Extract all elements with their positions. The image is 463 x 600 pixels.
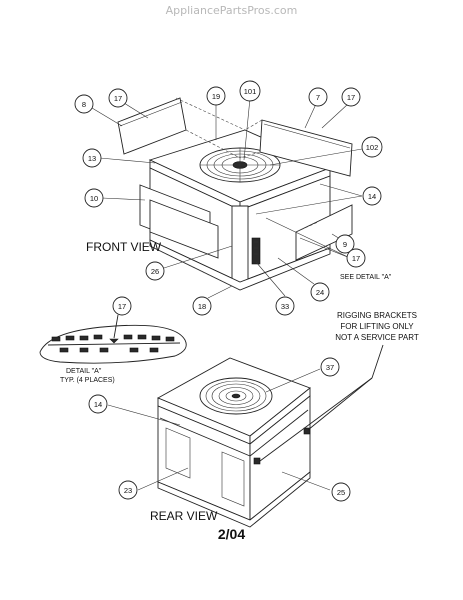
rigging-note-line-1: RIGGING BRACKETS: [337, 311, 417, 320]
callout-9: 9: [335, 234, 355, 254]
svg-text:18: 18: [198, 302, 206, 311]
see-detail-label: SEE DETAIL "A": [340, 274, 392, 281]
detail-a-title: DETAIL "A": [66, 368, 102, 375]
svg-text:19: 19: [212, 92, 220, 101]
callout-8: 8: [74, 94, 94, 114]
rigging-note: RIGGING BRACKETS FOR LIFTING ONLY NOT A …: [335, 311, 419, 342]
corner-post: [231, 205, 249, 285]
svg-text:7: 7: [316, 93, 320, 102]
callout-10: 10: [84, 188, 104, 208]
callout-14-front: 14: [362, 186, 382, 206]
control-box: [251, 237, 261, 265]
svg-text:17: 17: [352, 254, 360, 263]
rigging-bracket-2: [253, 457, 261, 465]
callout-19: 19: [206, 86, 226, 106]
rear-opening-left: [165, 427, 191, 479]
front-view-label: FRONT VIEW: [86, 240, 162, 254]
detail-a-subtitle: TYP. (4 PLACES): [60, 377, 115, 384]
svg-text:17: 17: [118, 302, 126, 311]
svg-text:14: 14: [368, 192, 376, 201]
svg-text:9: 9: [343, 240, 347, 249]
callout-102: 102: [361, 136, 383, 158]
rear-view-unit: [156, 357, 311, 528]
svg-text:17: 17: [114, 94, 122, 103]
svg-text:26: 26: [151, 267, 159, 276]
svg-text:37: 37: [326, 363, 334, 372]
lower-panel-front: [149, 199, 219, 259]
svg-text:8: 8: [82, 100, 86, 109]
detail-a-fasteners: [51, 334, 175, 353]
callout-7: 7: [308, 87, 328, 107]
callout-37: 37: [320, 357, 340, 377]
callout-17-detail-a: 17: [112, 296, 132, 316]
callout-17-detail: 17: [346, 248, 366, 268]
callout-leaders: [91, 97, 363, 491]
coil-guard-right: [259, 119, 353, 177]
coil-guard-left: [117, 97, 187, 155]
callout-33: 33: [275, 296, 295, 316]
svg-text:102: 102: [366, 143, 379, 152]
rear-opening-right: [221, 451, 245, 507]
callout-23: 23: [118, 480, 138, 500]
svg-text:25: 25: [337, 488, 345, 497]
rear-view-label: REAR VIEW: [150, 509, 218, 523]
callout-14-rear: 14: [88, 394, 108, 414]
svg-text:10: 10: [90, 194, 98, 203]
callout-17-top-left: 17: [108, 88, 128, 108]
front-view-unit: [117, 97, 353, 291]
callout-24: 24: [310, 282, 330, 302]
callout-18: 18: [192, 296, 212, 316]
callout-26: 26: [145, 261, 165, 281]
svg-text:24: 24: [316, 288, 324, 297]
svg-text:14: 14: [94, 400, 102, 409]
callout-101: 101: [239, 80, 261, 102]
revision-date: 2/04: [217, 526, 246, 542]
lower-panel-right: [295, 204, 353, 261]
callout-17-top-right: 17: [341, 87, 361, 107]
rigging-bracket-1: [303, 427, 311, 435]
svg-text:23: 23: [124, 486, 132, 495]
svg-text:33: 33: [281, 302, 289, 311]
svg-text:13: 13: [88, 154, 96, 163]
detail-a: [39, 314, 187, 364]
callout-25: 25: [331, 482, 351, 502]
watermark: AppliancePartsPros.com: [165, 4, 298, 17]
rear-base-rail: [157, 471, 311, 528]
rigging-note-line-3: NOT A SERVICE PART: [335, 333, 419, 342]
svg-text:17: 17: [347, 93, 355, 102]
rigging-note-line-2: FOR LIFTING ONLY: [340, 322, 414, 331]
svg-text:101: 101: [244, 87, 257, 96]
callout-13: 13: [82, 148, 102, 168]
